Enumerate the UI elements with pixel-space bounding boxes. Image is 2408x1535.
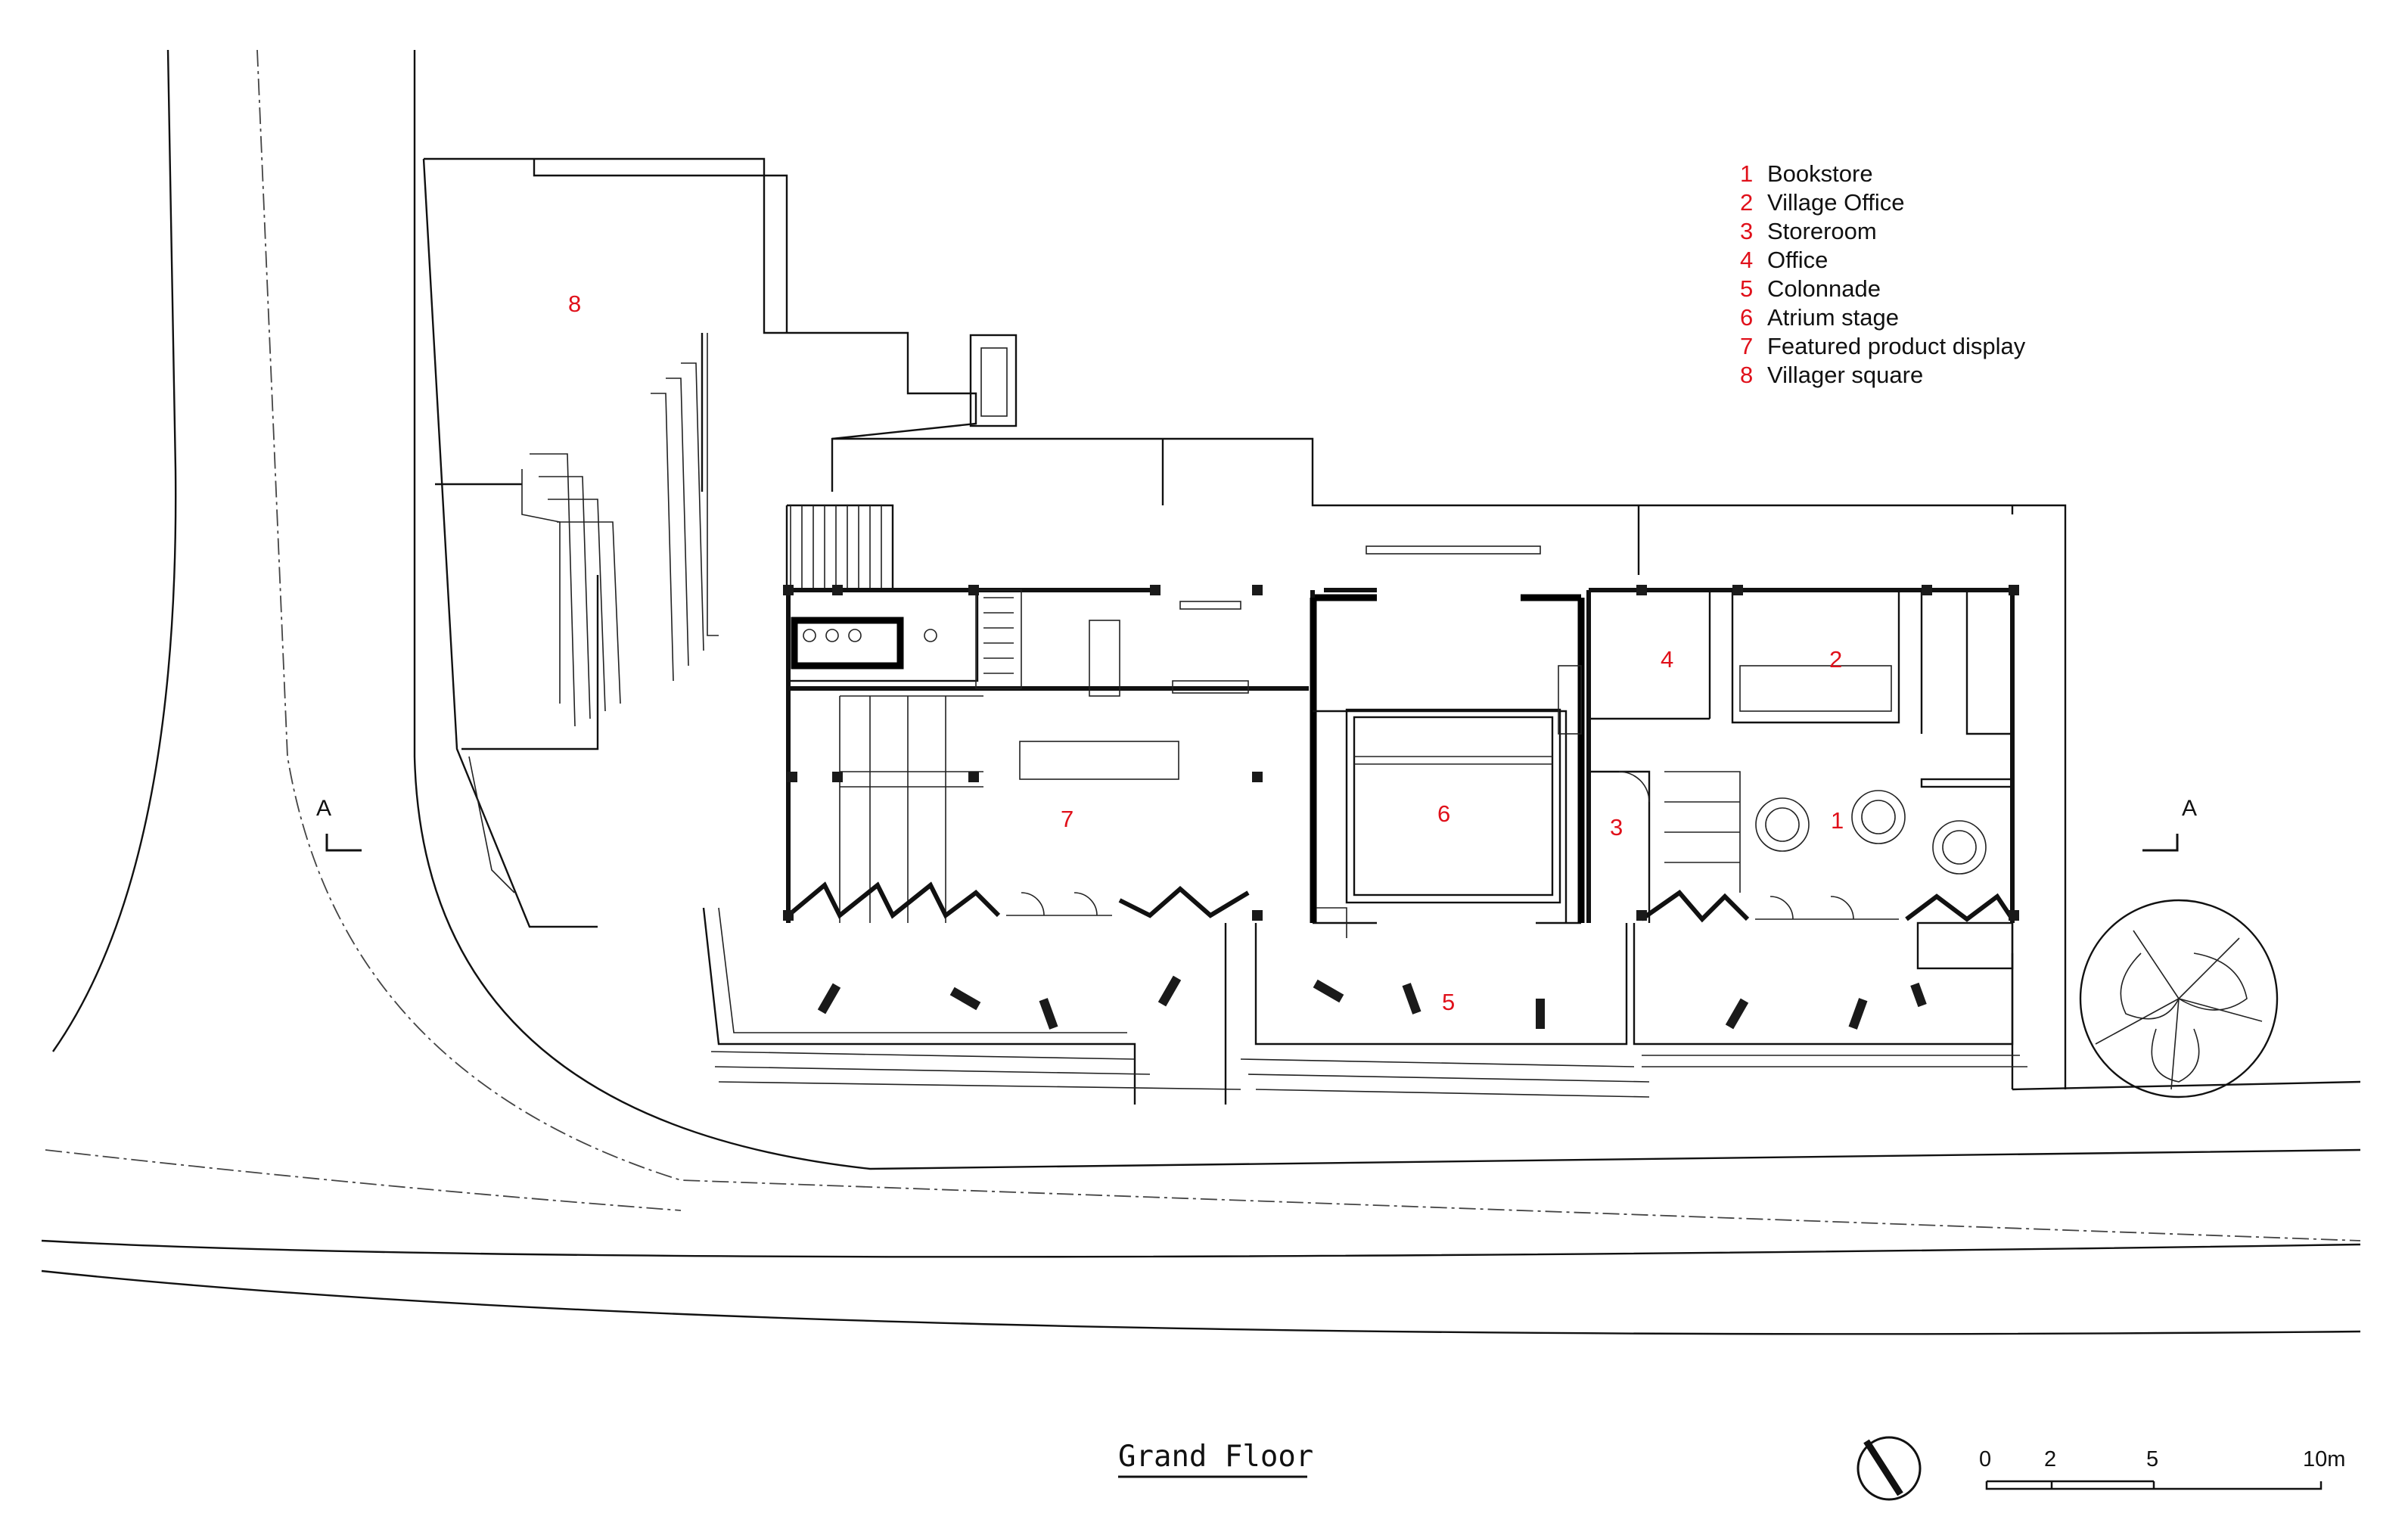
legend-num-4: 4: [1740, 247, 1753, 273]
scale-tick-10m: 10m: [2303, 1447, 2345, 1471]
tree-symbol: [2079, 899, 2279, 1098]
legend-label-5: Colonnade: [1767, 275, 1881, 302]
room-number-storeroom: 3: [1610, 814, 1623, 841]
legend-label-1: Bookstore: [1767, 160, 1873, 187]
room-number-villager-square: 8: [568, 291, 581, 317]
drawing-title: Grand Floor: [1118, 1440, 1313, 1478]
legend-num-8: 8: [1740, 362, 1753, 388]
structural-columns: [783, 585, 2019, 921]
legend-num-1: 1: [1740, 160, 1753, 187]
scale-tick-2: 2: [2044, 1447, 2056, 1471]
legend-num-3: 3: [1740, 218, 1753, 244]
scale-tick-0: 0: [1979, 1447, 1991, 1471]
room-number-village-office: 2: [1829, 646, 1842, 673]
north-arrow-icon: [1856, 1436, 1922, 1501]
room-number-colonnade: 5: [1442, 989, 1455, 1015]
legend-num-7: 7: [1740, 333, 1753, 359]
legend-label-8: Villager square: [1767, 362, 1923, 388]
legend-num-5: 5: [1740, 275, 1753, 302]
scale-bar: 0 2 5 10m: [1979, 1447, 2345, 1490]
legend-label-3: Storeroom: [1767, 218, 1877, 244]
legend: 1 Bookstore 2 Village Office 3 Storeroom…: [1740, 160, 2026, 388]
room-number-office: 4: [1661, 646, 1673, 673]
building-outline: [785, 437, 2067, 1089]
scale-tick-5: 5: [2146, 1447, 2158, 1471]
drawing-title-text: Grand Floor: [1118, 1440, 1313, 1474]
section-mark-right: A: [2142, 796, 2197, 852]
section-label-left: A: [316, 796, 331, 821]
wing-product-display: [786, 588, 1377, 923]
villager-square: [422, 157, 1018, 928]
legend-label-2: Village Office: [1767, 189, 1905, 216]
room-number-product-display: 7: [1061, 806, 1074, 832]
legend-num-2: 2: [1740, 189, 1753, 216]
room-number-labels: 1 2 3 4 5 6 7 8: [568, 291, 1844, 1015]
section-mark-left: A: [316, 796, 362, 852]
section-label-right: A: [2182, 796, 2197, 821]
legend-num-6: 6: [1740, 304, 1753, 331]
colonnade: [702, 907, 2027, 1105]
room-number-atrium-stage: 6: [1437, 800, 1450, 827]
legend-label-7: Featured product display: [1767, 333, 2026, 359]
wing-bookstore-office: [1558, 588, 2015, 970]
atrium-stage: [1313, 594, 1585, 938]
road-lines: [41, 49, 2361, 1335]
room-number-bookstore: 1: [1831, 807, 1844, 834]
legend-label-6: Atrium stage: [1767, 304, 1899, 331]
legend-label-4: Office: [1767, 247, 1828, 273]
